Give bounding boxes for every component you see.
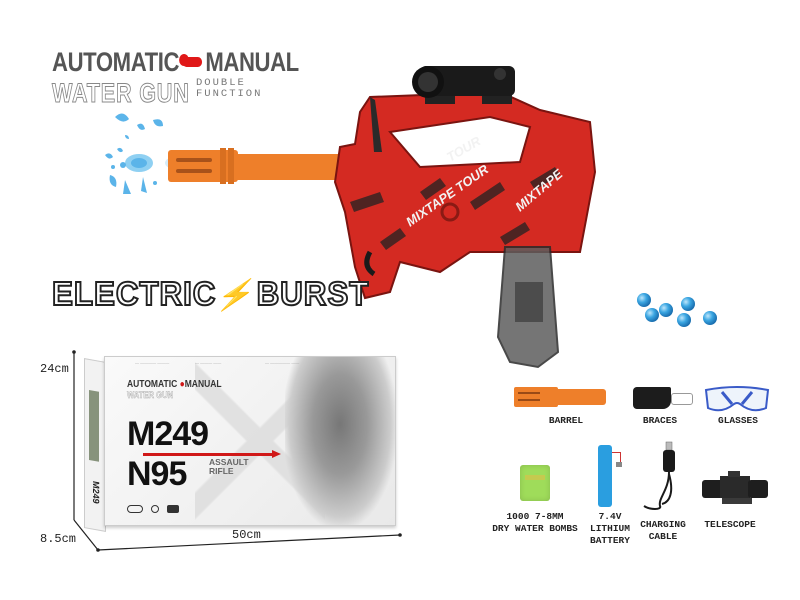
- water-gun-image: MIXTAPE TOUR MIXTAPE TOUR: [168, 66, 597, 369]
- barrel-icon: [514, 385, 606, 409]
- box-model-m249: M249: [127, 415, 209, 453]
- box-brand-line2: WATER GUN: [127, 390, 174, 401]
- box-feature-icons: [127, 505, 179, 513]
- box-height-label: 24cm: [40, 362, 69, 376]
- water-beads-icon: [637, 293, 717, 327]
- battery-icon: [167, 505, 179, 513]
- battery-line2: LITHIUM: [590, 523, 630, 534]
- product-box: M249 — ———— ——— — ——— —— — ————— —— AUTO…: [82, 350, 397, 532]
- box-brand-automatic: AUTOMATIC: [127, 379, 178, 390]
- box-subtitle: ASSAULT RIFLE: [209, 458, 249, 476]
- glasses-icon: [127, 505, 143, 513]
- cable-line2: CABLE: [648, 531, 678, 542]
- dimension-lines: [72, 350, 402, 552]
- scope-icon: [702, 471, 768, 504]
- battery-line1: 7.4V: [598, 511, 622, 522]
- water-bombs-line1: 1000 7-8MM: [506, 511, 564, 522]
- header-double-function: DOUBLE FUNCTION: [196, 78, 262, 100]
- accessory-water-bombs-label: 1000 7-8MM DRY WATER BOMBS: [490, 511, 580, 535]
- water-bombs-line2: DRY WATER BOMBS: [492, 523, 578, 534]
- lightning-bolt-icon: ⚡: [212, 279, 261, 312]
- box-side-panel: M249: [84, 358, 106, 532]
- accessory-braces-label: BRACES: [642, 415, 678, 426]
- header-double-text: DOUBLE: [196, 77, 246, 89]
- accessory-battery-label: 7.4V LITHIUM BATTERY: [590, 511, 630, 547]
- gel-beads-pack-icon: [520, 465, 550, 501]
- box-brand-line1: AUTOMATIC ●MANUAL: [127, 379, 222, 390]
- cable-line1: CHARGING: [640, 519, 686, 530]
- strap-icon: [633, 385, 693, 411]
- tagline-electric-burst: ELECTRIC⚡BURST: [51, 274, 370, 313]
- header-automatic-manual: AUTOMATIC MANUAL: [52, 47, 299, 78]
- accessory-barrel-label: BARREL: [548, 415, 584, 426]
- box-front-panel: — ———— ——— — ——— —— — ————— —— AUTOMATIC…: [104, 356, 396, 526]
- box-brand-manual: MANUAL: [184, 379, 222, 390]
- accessory-glasses-label: GLASSES: [718, 415, 758, 426]
- tagline-electric: ELECTRIC: [51, 274, 217, 313]
- bead-icon: [151, 505, 159, 513]
- header-manual-text: MANUAL: [205, 47, 299, 77]
- battery-icon: [598, 445, 612, 507]
- toggle-switch-icon: [179, 53, 203, 67]
- box-model-n95: N95: [127, 455, 187, 493]
- accessory-cable-label: CHARGING CABLE: [638, 519, 688, 543]
- tagline-burst: BURST: [256, 274, 370, 313]
- box-width-label: 50cm: [232, 528, 261, 542]
- safety-glasses-icon: [704, 386, 770, 412]
- gun-barrel: [168, 148, 344, 184]
- box-subtitle-rifle: RIFLE: [209, 466, 234, 476]
- box-subtitle-assault: ASSAULT: [209, 457, 249, 467]
- header-water-gun: WATER GUN: [52, 78, 190, 109]
- box-soldier-image: [285, 357, 395, 525]
- box-red-arrow: [143, 450, 281, 458]
- accessory-telescope-label: TELESCOPE: [704, 519, 756, 530]
- battery-line3: BATTERY: [590, 535, 630, 546]
- box-side-text: M249: [91, 480, 101, 505]
- gun-scope: [412, 66, 515, 104]
- header-automatic-text: AUTOMATIC: [52, 47, 180, 77]
- usb-cable-icon: [643, 441, 675, 510]
- box-depth-label: 8.5cm: [40, 532, 77, 546]
- header-function-text: FUNCTION: [196, 88, 263, 100]
